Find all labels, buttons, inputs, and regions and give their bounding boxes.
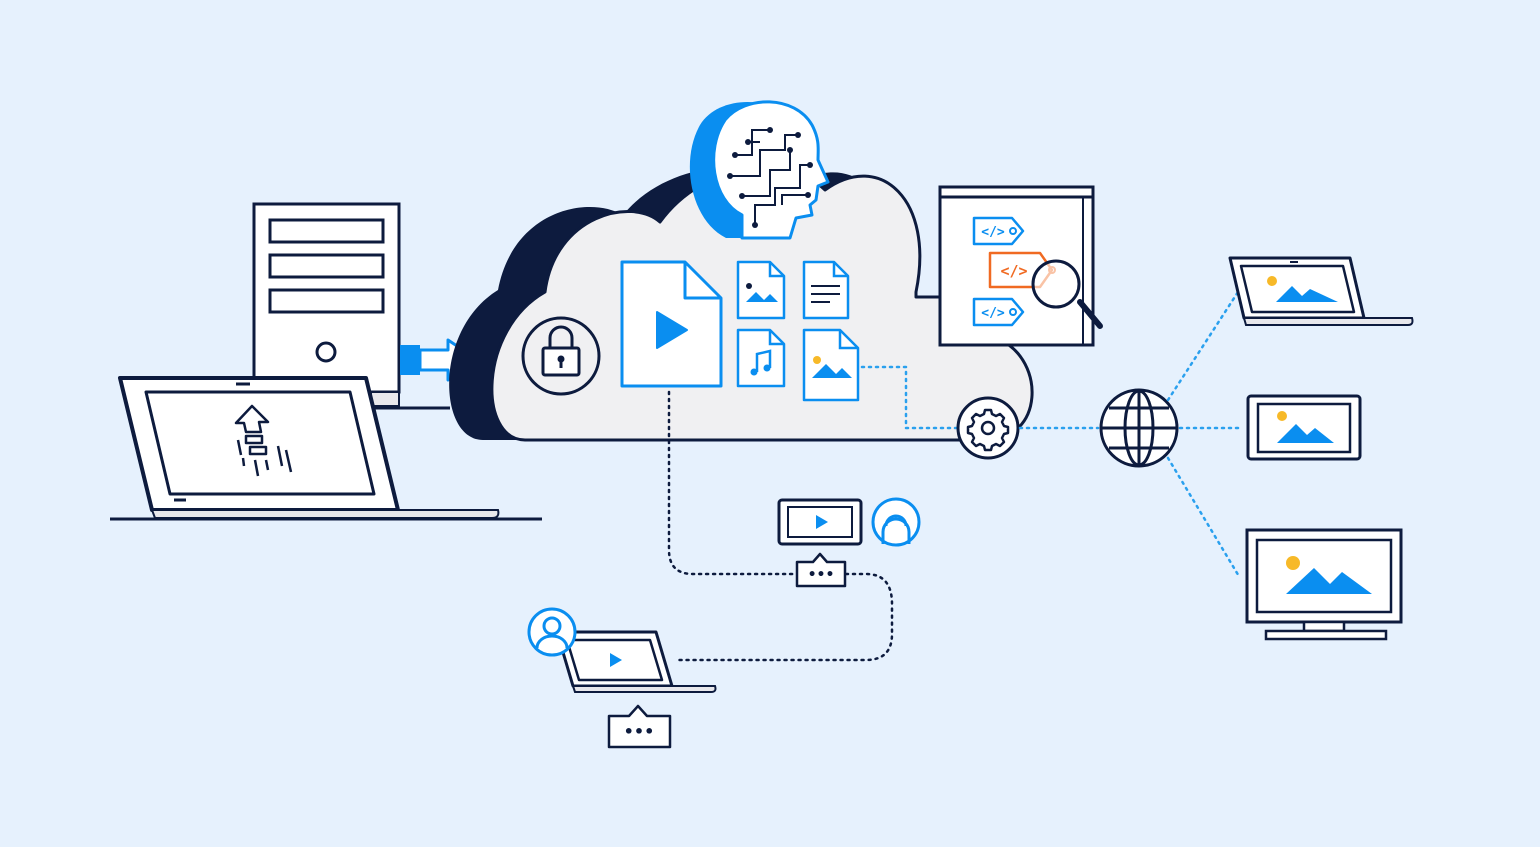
gear-icon	[956, 396, 1020, 460]
chat-bubble-text: •••	[624, 722, 655, 741]
server-drive-bay	[268, 218, 385, 244]
video-file-icon	[620, 260, 723, 388]
ai-brain-icon	[689, 100, 830, 240]
desktop-monitor-device	[1245, 528, 1403, 641]
connector-line	[674, 572, 894, 662]
play-icon	[610, 653, 622, 667]
text-document-icon	[802, 260, 850, 320]
user-icon	[527, 607, 577, 657]
music-file-icon	[736, 328, 786, 388]
connector-line	[1166, 456, 1242, 580]
image-file-icon	[736, 260, 786, 320]
code-tag-icon: </>	[972, 297, 1025, 327]
server-power-button	[315, 341, 337, 363]
upload-rocket-icon	[234, 404, 293, 477]
padlock-icon	[521, 316, 601, 396]
laptop-device	[1228, 256, 1414, 326]
uploader-laptop	[110, 376, 542, 521]
code-tag-label: </>	[981, 225, 1005, 240]
code-tag-label: </>	[981, 306, 1005, 321]
code-tag-label: </>	[1000, 262, 1027, 280]
user-icon	[871, 497, 921, 547]
chat-bubble-icon: •••	[795, 552, 847, 588]
tablet-device	[1246, 394, 1362, 461]
server-drive-bay	[268, 253, 385, 279]
connector-line	[667, 390, 799, 576]
tablet-device	[777, 498, 863, 546]
server-drive-bay	[268, 288, 385, 314]
connector-line	[860, 365, 960, 430]
code-tag-icon: </>	[972, 216, 1025, 246]
image-file-icon	[802, 328, 860, 402]
magnifier-icon	[1031, 259, 1103, 329]
globe-icon	[1099, 388, 1179, 468]
play-icon	[816, 515, 828, 529]
chat-bubble-text: •••	[808, 567, 835, 583]
laptop-device	[555, 630, 717, 693]
chat-bubble-icon: •••	[607, 704, 672, 749]
connector-line	[1166, 290, 1240, 402]
server-tower	[252, 202, 450, 410]
